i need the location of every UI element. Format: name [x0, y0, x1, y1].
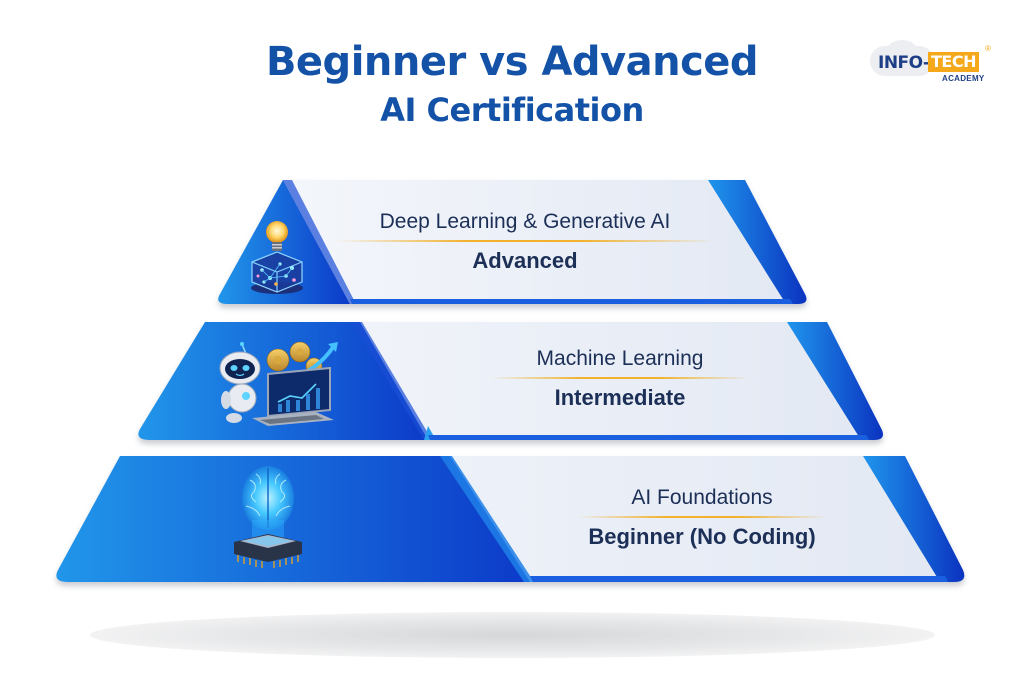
tier-level: Advanced [472, 248, 578, 273]
tier-level: Beginner (No Coding) [588, 524, 816, 549]
tier-label-beginner: AI Foundations Beginner (No Coding) [552, 484, 852, 552]
tier-level: Intermediate [554, 385, 686, 410]
brain-chip-icon [216, 462, 320, 574]
robot-laptop-icon [212, 338, 344, 428]
page-title-line-1: Beginner vs Advanced [265, 39, 759, 85]
logo-text-tech: TECH [928, 52, 979, 72]
gold-divider [335, 240, 715, 242]
lightbulb-cube-icon [242, 218, 312, 296]
logo-text-academy: ACADEMY [942, 74, 985, 83]
info-tech-academy-logo: INFO- TECH ® ACADEMY [868, 40, 993, 88]
gold-divider [577, 516, 827, 518]
tier-name: AI Foundations [631, 486, 773, 509]
tier-name: Machine Learning [536, 347, 704, 370]
logo-text-info: INFO- [878, 53, 930, 73]
tier-label-advanced: Deep Learning & Generative AI Advanced [330, 208, 720, 276]
pyramid-floor-shadow [90, 612, 935, 658]
gold-divider [490, 377, 750, 379]
logo-cloud-shape [886, 40, 918, 64]
logo-registered-mark: ® [985, 44, 991, 53]
tier-label-intermediate: Machine Learning Intermediate [470, 345, 770, 413]
tier-name: Deep Learning & Generative AI [379, 210, 671, 233]
page-title-line-2: AI Certification [380, 91, 644, 129]
